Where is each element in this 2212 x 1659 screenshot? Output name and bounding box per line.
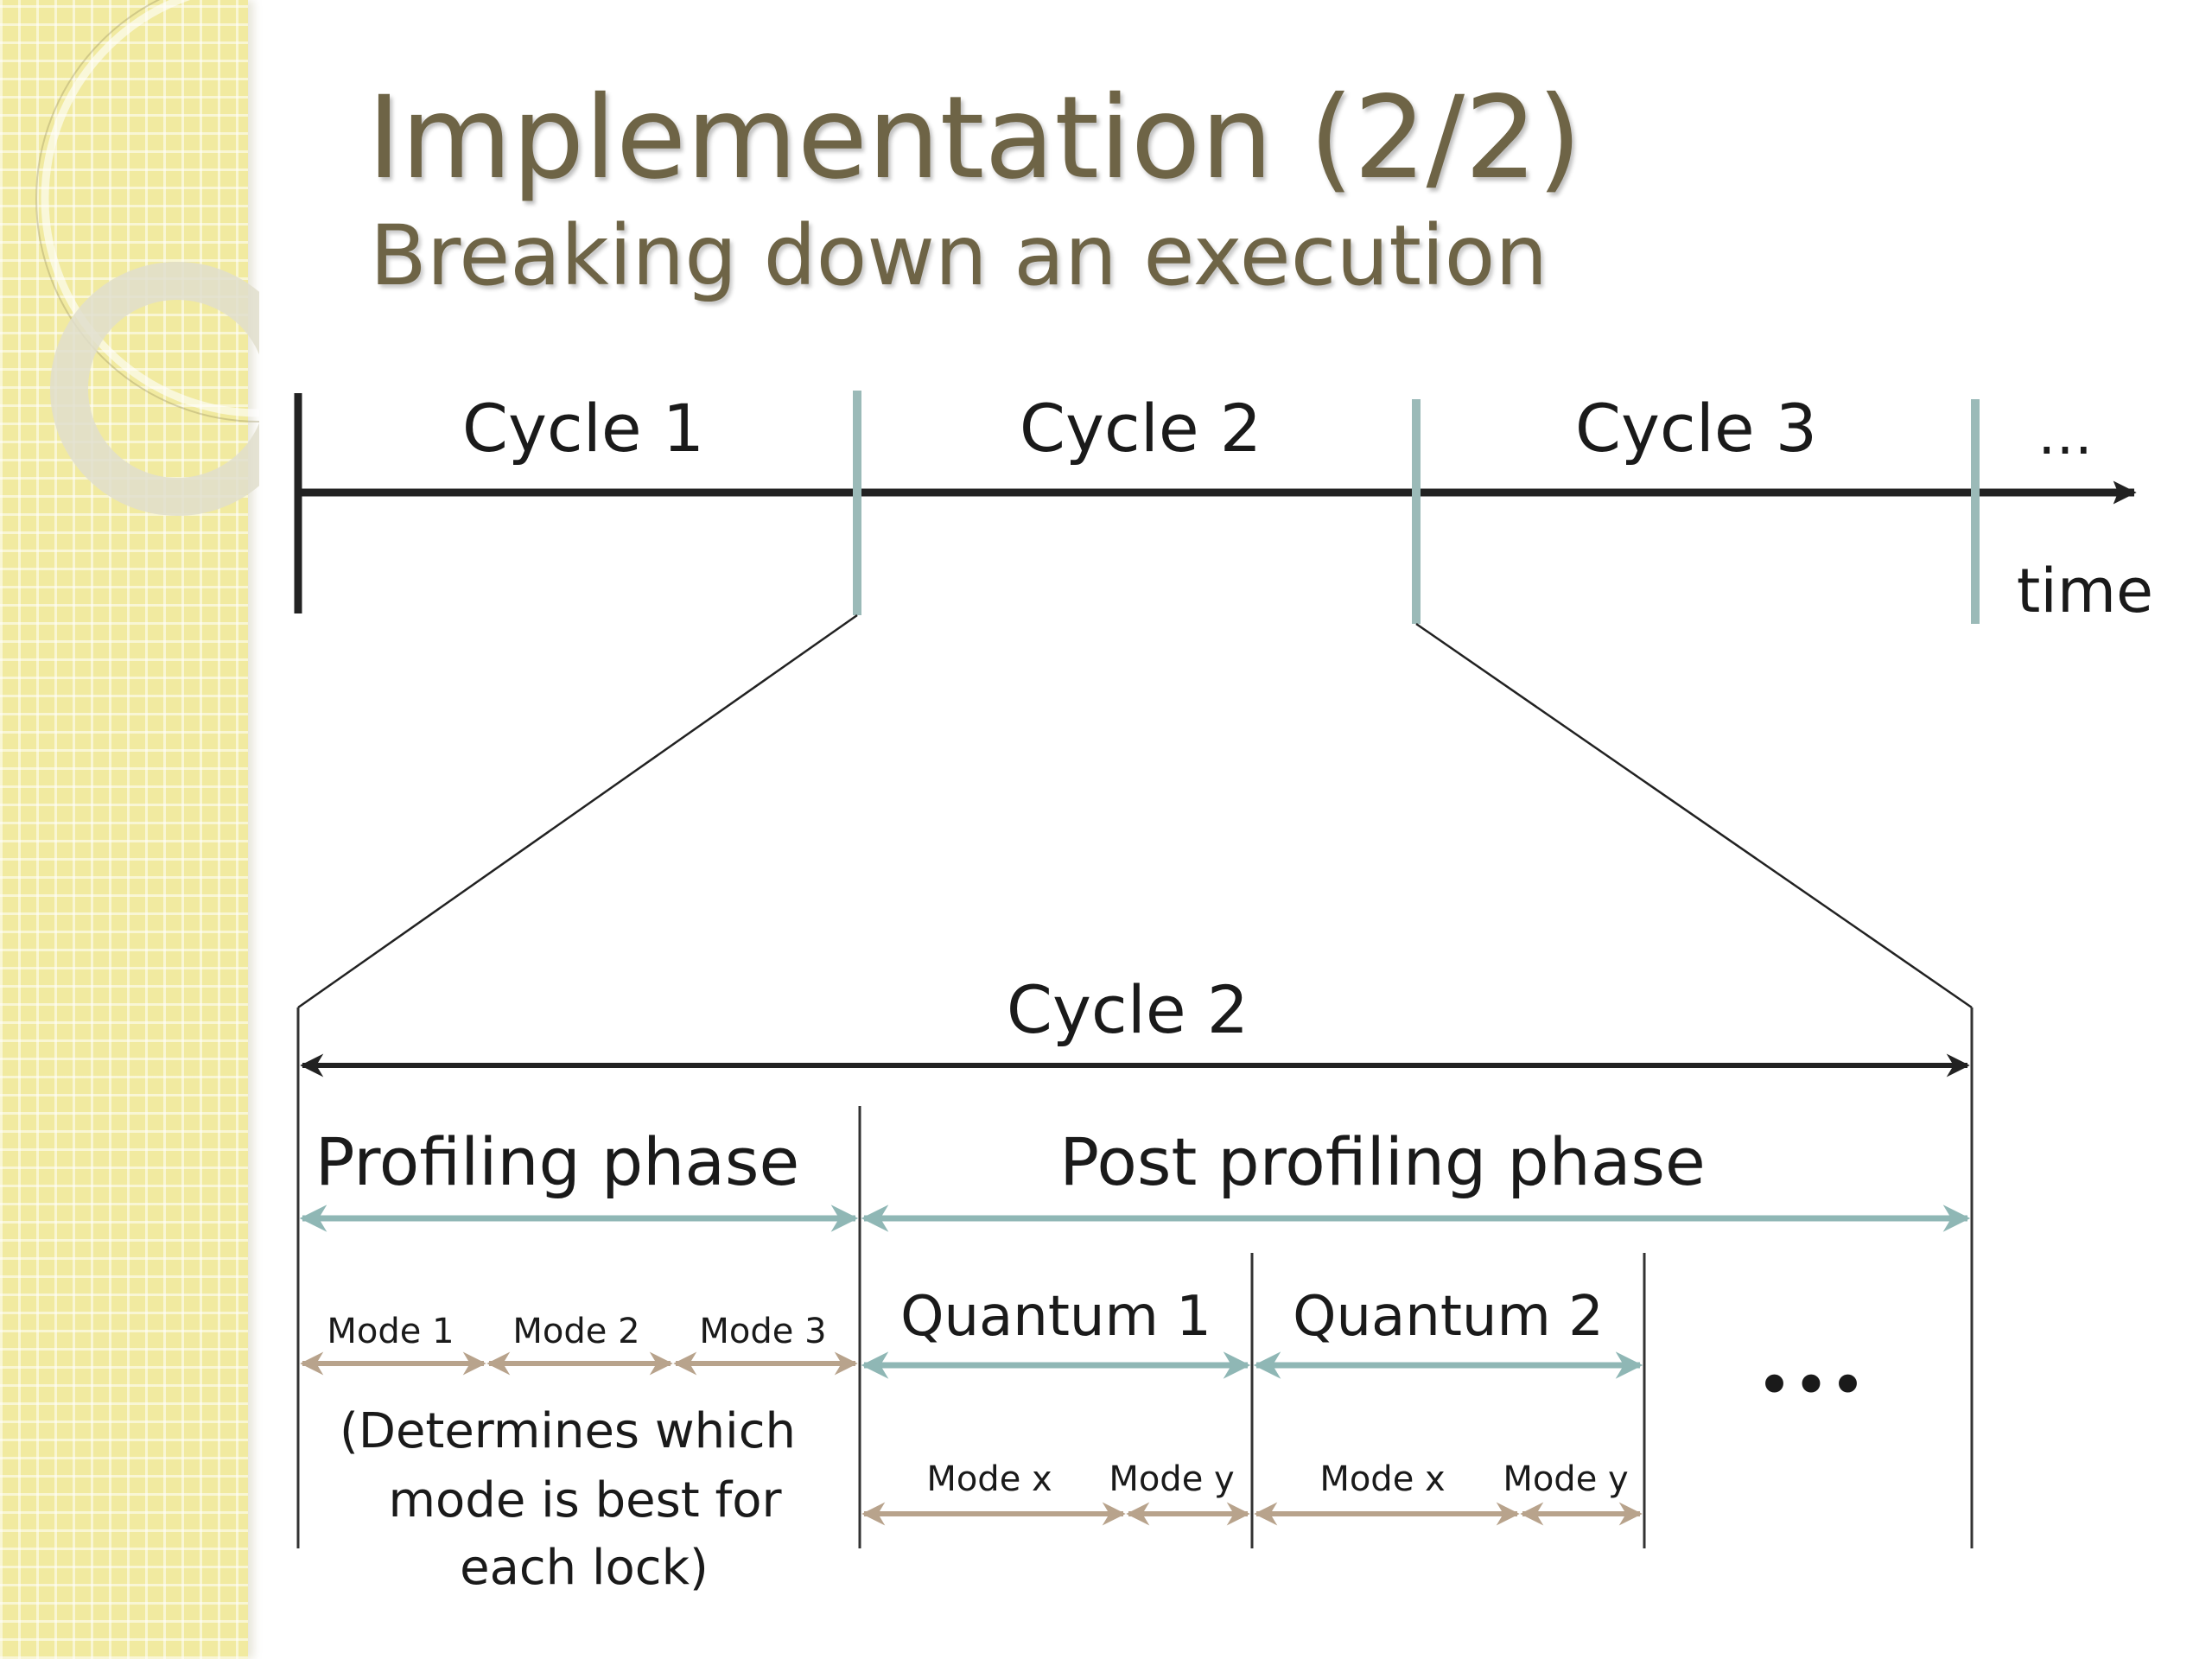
profiling-note-line: (Determines which [340, 1403, 796, 1459]
zoomed-cycle-label: Cycle 2 [1007, 971, 1249, 1048]
quantum-2-mode-x-label: Mode x [1319, 1459, 1445, 1499]
decorative-circles [35, 0, 259, 516]
cycle-1-label: Cycle 1 [462, 390, 704, 467]
slide-title: Implementation (2/2) [367, 72, 1582, 205]
quantum-1-mode-y-label: Mode y [1109, 1459, 1234, 1499]
profiling-note-line: each lock) [460, 1540, 709, 1596]
zoom-line-left [297, 613, 858, 1009]
profiling-note-line: mode is best for [388, 1472, 782, 1529]
profiling-mode-2-label: Mode 2 [512, 1312, 639, 1351]
profiling-mode-3-label: Mode 3 [699, 1312, 826, 1351]
quantum-1-mode-x-label: Mode x [926, 1459, 1052, 1499]
cycle-2-label: Cycle 2 [1020, 390, 1262, 467]
zoom-line-right [1415, 622, 1973, 1009]
slide-subtitle: Breaking down an execution [370, 207, 1548, 304]
time-axis-label: time [2017, 556, 2153, 626]
decorative-sidebar [0, 0, 259, 1659]
cycle-3-label: Cycle 3 [1575, 390, 1817, 467]
profiling-mode-1-label: Mode 1 [327, 1312, 454, 1351]
more-quanta-ellipsis: ••• [1756, 1349, 1866, 1421]
quantum-2-mode-y-label: Mode y [1503, 1459, 1628, 1499]
post-profiling-phase-label: Post profiling phase [1059, 1123, 1706, 1200]
profiling-phase-label: Profiling phase [315, 1123, 800, 1200]
timeline-ellipsis: … [2037, 404, 2093, 467]
quantum-1-label: Quantum 1 [900, 1285, 1211, 1349]
quantum-2-label: Quantum 2 [1293, 1285, 1604, 1349]
